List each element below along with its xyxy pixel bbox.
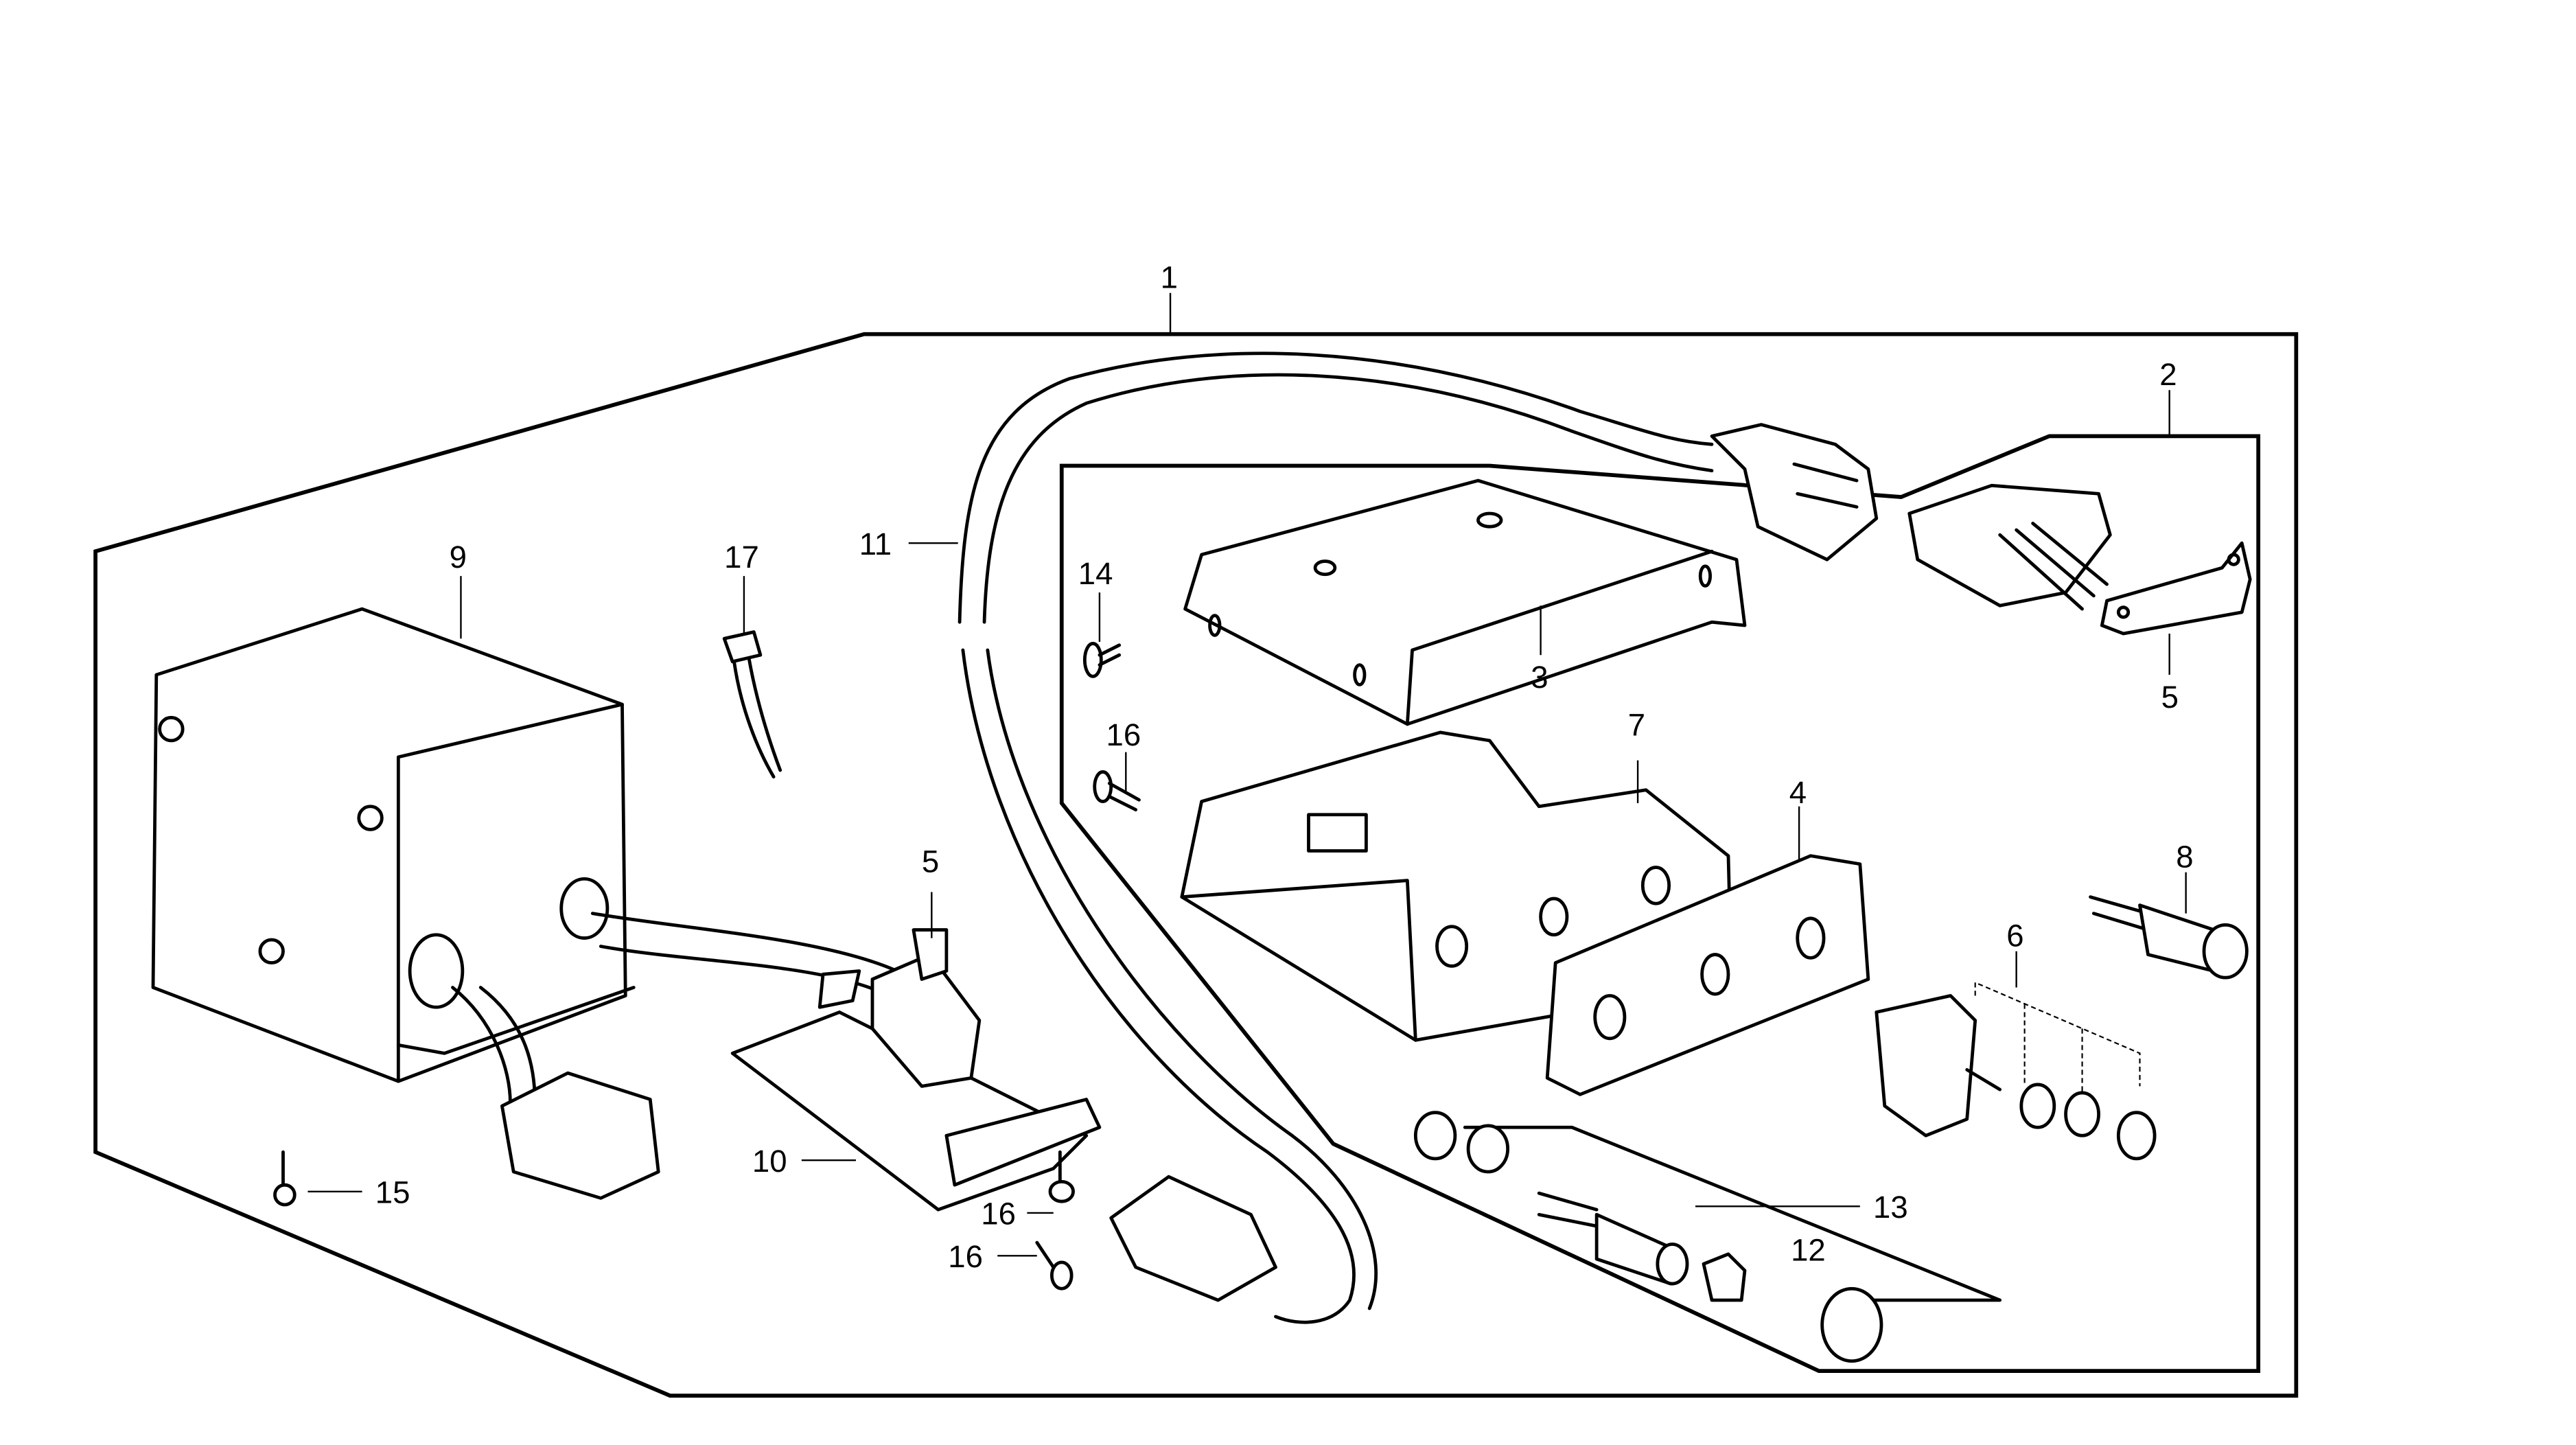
screw-part-16-lower-b [1035, 1240, 1074, 1291]
pin-part-14 [1082, 642, 1122, 678]
callout-15: 15 [375, 1175, 410, 1210]
mounting-plate-part-10 [730, 928, 1102, 1212]
callout-5b: 5 [2161, 680, 2179, 715]
callout-1: 1 [1161, 260, 1178, 295]
bracket-part-3 [1183, 478, 1747, 726]
toggle-switch-part-6 [1875, 981, 2157, 1161]
screw-part-16-lower-a [1048, 1150, 1075, 1203]
screw-part-16-upper [1093, 770, 1141, 811]
control-box-part-9 [151, 607, 899, 1200]
lamp-socket-part-8 [2089, 895, 2249, 980]
callout-7: 7 [1628, 708, 1645, 743]
callout-9: 9 [450, 540, 467, 575]
leader-lines [308, 292, 2187, 1257]
assembly-frame [93, 332, 2299, 1398]
callout-4: 4 [1789, 775, 1807, 810]
plate-part-4 [1545, 854, 1870, 1096]
callout-11: 11 [859, 527, 892, 562]
sub-assembly-frame [1059, 434, 2261, 1373]
callout-5a: 5 [922, 844, 939, 879]
callout-6: 6 [2006, 918, 2023, 953]
callout-14: 14 [1078, 556, 1113, 591]
callout-16c: 16 [948, 1239, 983, 1274]
lamp-group-part-13 [1413, 1111, 2002, 1363]
callout-16b: 16 [981, 1197, 1016, 1232]
callout-3: 3 [1531, 660, 1548, 695]
callout-17: 17 [724, 540, 759, 575]
callout-13: 13 [1873, 1190, 1908, 1225]
screw-part-15 [273, 1150, 297, 1207]
cable-harness-part-11 [958, 351, 1879, 1324]
callout-2: 2 [2159, 357, 2177, 392]
callout-16a: 16 [1106, 717, 1141, 752]
connector-part-2 [1907, 483, 2252, 636]
callout-8: 8 [2176, 839, 2193, 874]
callout-10: 10 [752, 1144, 787, 1179]
tie-strap-part-17 [722, 630, 782, 779]
callout-12: 12 [1791, 1232, 1826, 1267]
